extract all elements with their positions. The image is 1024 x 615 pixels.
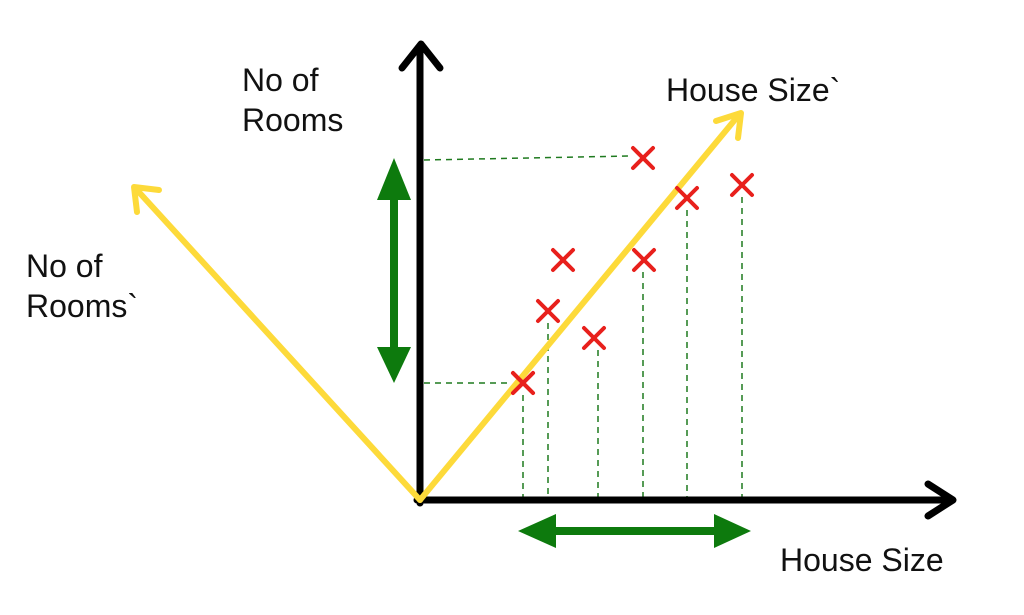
cross-mark-icon	[536, 299, 560, 323]
rotated-y-axis-arrowhead	[131, 184, 162, 215]
y-axis-arrowhead	[398, 40, 444, 72]
cross-stroke	[582, 326, 606, 350]
cross-mark-icon	[675, 186, 699, 210]
rotated-y-axis-label: No of Rooms`	[26, 246, 138, 326]
rotated-x-axis-line	[417, 113, 741, 503]
data-points	[511, 146, 754, 395]
cross-stroke	[730, 173, 754, 197]
spread-arrows	[377, 158, 751, 548]
y-axis-label: No of Rooms	[242, 60, 343, 140]
rotated-y-axis-line	[134, 187, 423, 503]
horizontal-spread-arrow-head-right	[714, 514, 751, 548]
cross-stroke	[675, 186, 699, 210]
cross-mark-icon	[551, 248, 575, 272]
horizontal-projection-line	[423, 155, 631, 161]
original-axes	[398, 40, 957, 520]
rotated-y-axis-label-line-1: No of	[26, 248, 103, 284]
rotated-y-axis-label-line-2: Rooms`	[26, 288, 139, 324]
cross-stroke	[631, 146, 655, 170]
cross-stroke	[632, 248, 656, 272]
horizontal-spread-arrow-head-left	[518, 514, 556, 548]
x-axis-arrowhead	[924, 480, 957, 520]
vertical-spread-arrow-head-bottom	[377, 347, 411, 383]
vertical-spread-arrow-head-top	[377, 158, 411, 200]
rotated-x-axis-arrowhead	[713, 110, 744, 141]
cross-stroke	[551, 248, 575, 272]
vertical-spread-arrow-shaft	[390, 195, 398, 352]
y-axis-label-line-1: No of	[242, 62, 319, 98]
rotated-x-axis-label: House Size`	[666, 72, 841, 108]
projection-lines	[423, 155, 743, 497]
y-axis-label-line-2: Rooms	[242, 102, 344, 138]
rotated-axes	[131, 110, 744, 503]
cross-mark-icon	[631, 146, 655, 170]
cross-mark-icon	[511, 371, 535, 395]
cross-stroke	[536, 299, 560, 323]
cross-mark-icon	[730, 173, 754, 197]
horizontal-spread-arrow-shaft	[552, 527, 718, 535]
x-axis-label: House Size	[780, 542, 944, 578]
cross-mark-icon	[632, 248, 656, 272]
cross-stroke	[511, 371, 535, 395]
cross-mark-icon	[582, 326, 606, 350]
